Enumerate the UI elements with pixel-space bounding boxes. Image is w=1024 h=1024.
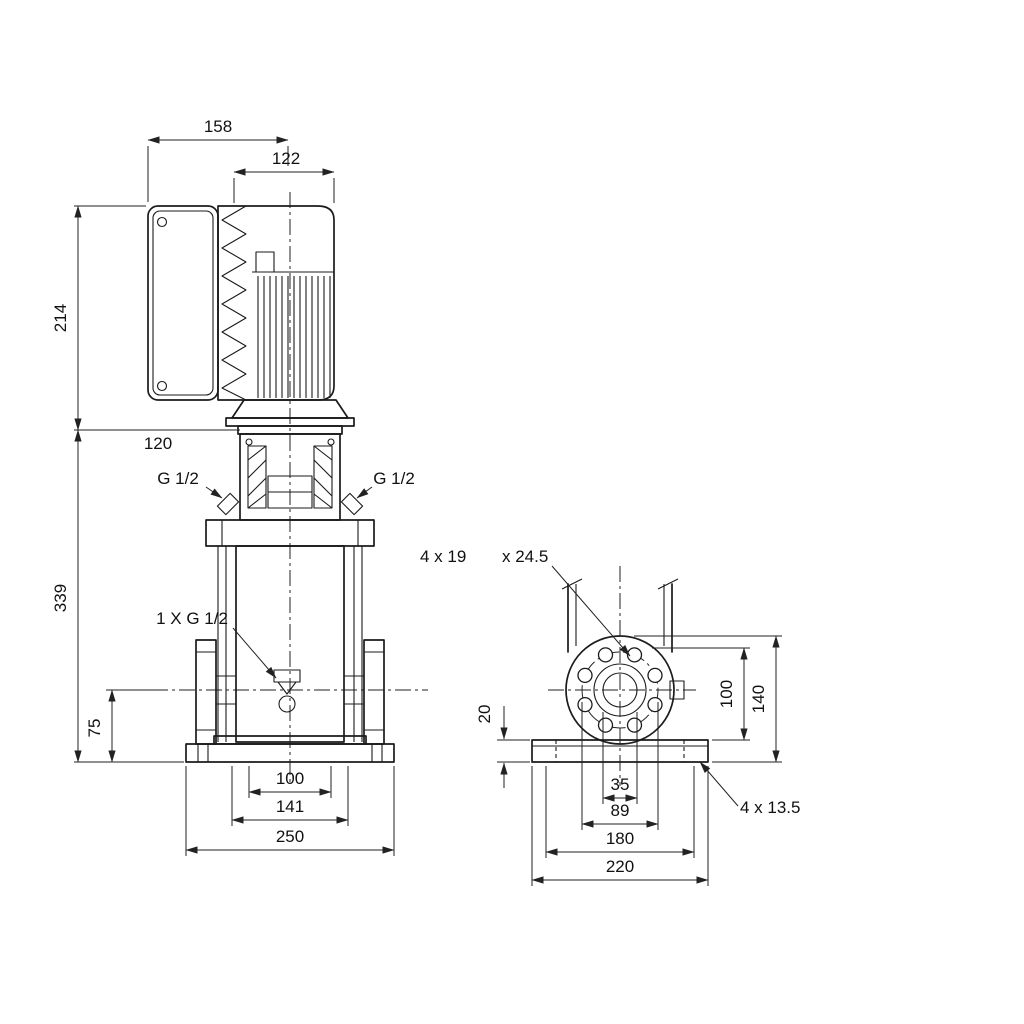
guard-hatch-left: [247, 445, 267, 509]
base-side: [531, 739, 709, 763]
port-bore-inner: [602, 672, 638, 708]
port-pipe-left: [216, 675, 236, 705]
drain-plug: [273, 669, 301, 683]
vent-plug-right: [340, 492, 364, 516]
dim-141-label: 141: [276, 797, 304, 816]
screw-icon: [156, 216, 168, 228]
terminal-notch: [255, 251, 275, 273]
bolt-hole: [647, 667, 663, 684]
pump-head: [205, 433, 375, 547]
base-holes-label: 4 x 13.5: [740, 798, 801, 817]
port-bore-outer: [593, 663, 647, 717]
dim-122-label: 122: [272, 149, 300, 168]
coupling-guard-right: [313, 445, 333, 509]
dim-158-label: 158: [204, 117, 232, 136]
drain-label: 1 X G 1/2: [156, 609, 228, 628]
dim-100-side-label: 100: [717, 680, 736, 708]
side-plug: [669, 680, 685, 700]
screw-icon: [156, 380, 168, 392]
dim-140-label: 140: [749, 685, 768, 713]
bolt-hole: [597, 717, 614, 733]
dim-220-label: 220: [606, 857, 634, 876]
screw-icon: [327, 438, 335, 446]
weep-hole: [278, 695, 296, 713]
electronics-box: [147, 205, 219, 401]
motor-assembly: [147, 205, 355, 435]
break-lines: [561, 578, 679, 590]
flange-outer-circle: [565, 635, 675, 745]
leader-port-left: [205, 486, 223, 499]
front-view: 158 122 214 120 339 75 G 1/2 G 1/2: [51, 117, 428, 856]
bolt-hole: [577, 667, 593, 684]
flange-holes-label-b: x 24.5: [502, 547, 548, 566]
dim-214-label: 214: [51, 304, 70, 332]
leader-port-right: [356, 486, 373, 499]
flange-circle: [565, 635, 685, 745]
dim-339-label: 339: [51, 584, 70, 612]
pump-body: [195, 545, 385, 745]
bolt-hole: [597, 647, 614, 663]
dim-180-label: 180: [606, 829, 634, 848]
bolt-hole: [626, 717, 643, 733]
dim-75-label: 75: [85, 719, 104, 738]
motor-fins-zigzag: [221, 205, 247, 401]
dim-250-label: 250: [276, 827, 304, 846]
staybolts-left: [217, 546, 227, 742]
flange-holes-label-a: 4 x 19: [420, 547, 466, 566]
centerlines-side: [548, 566, 696, 786]
leader-drain: [232, 627, 277, 679]
base-bolt-marks-left: [197, 744, 209, 762]
vent-plug-left: [216, 492, 240, 516]
screw-icon: [245, 438, 253, 446]
flange-bolt-lines-right: [364, 651, 384, 731]
electronics-box-inner: [152, 210, 214, 396]
drain-plug-tip: [277, 681, 297, 695]
flange-bolt-lines-left: [196, 651, 216, 731]
side-view: 4 x 19 x 24.5 20 100 140 35: [420, 547, 801, 886]
bolt-hole: [577, 696, 593, 713]
port-pipe-right: [344, 675, 364, 705]
sleeve: [235, 545, 345, 743]
leader-base-holes: [699, 761, 739, 807]
base-front: [185, 735, 395, 763]
discharge-flange: [363, 639, 385, 745]
dim-89-label: 89: [611, 801, 630, 820]
leader-flange-holes: [551, 565, 631, 657]
suction-flange: [195, 639, 217, 745]
dimensions-side: 4 x 19 x 24.5 20 100 140 35: [420, 547, 801, 886]
dimensions-front: 158 122 214 120 339 75 G 1/2 G 1/2: [51, 117, 415, 856]
dim-100-label: 100: [276, 769, 304, 788]
staybolts-right: [353, 546, 363, 742]
dim-20-label: 20: [475, 705, 494, 724]
motor-fins-vertical: [257, 276, 331, 398]
port-left-label: G 1/2: [157, 469, 199, 488]
dim-35-label: 35: [611, 775, 630, 794]
base-bolt-marks-right: [371, 744, 383, 762]
dim-120-label: 120: [144, 434, 172, 453]
column-outline: [567, 583, 673, 653]
port-right-label: G 1/2: [373, 469, 415, 488]
guard-hatch-right: [313, 445, 333, 509]
base-plate-side: [531, 739, 709, 763]
bolt-circle: [581, 651, 659, 729]
bolt-hole: [647, 696, 663, 713]
coupling-guard-left: [247, 445, 267, 509]
base-plate: [185, 743, 395, 763]
